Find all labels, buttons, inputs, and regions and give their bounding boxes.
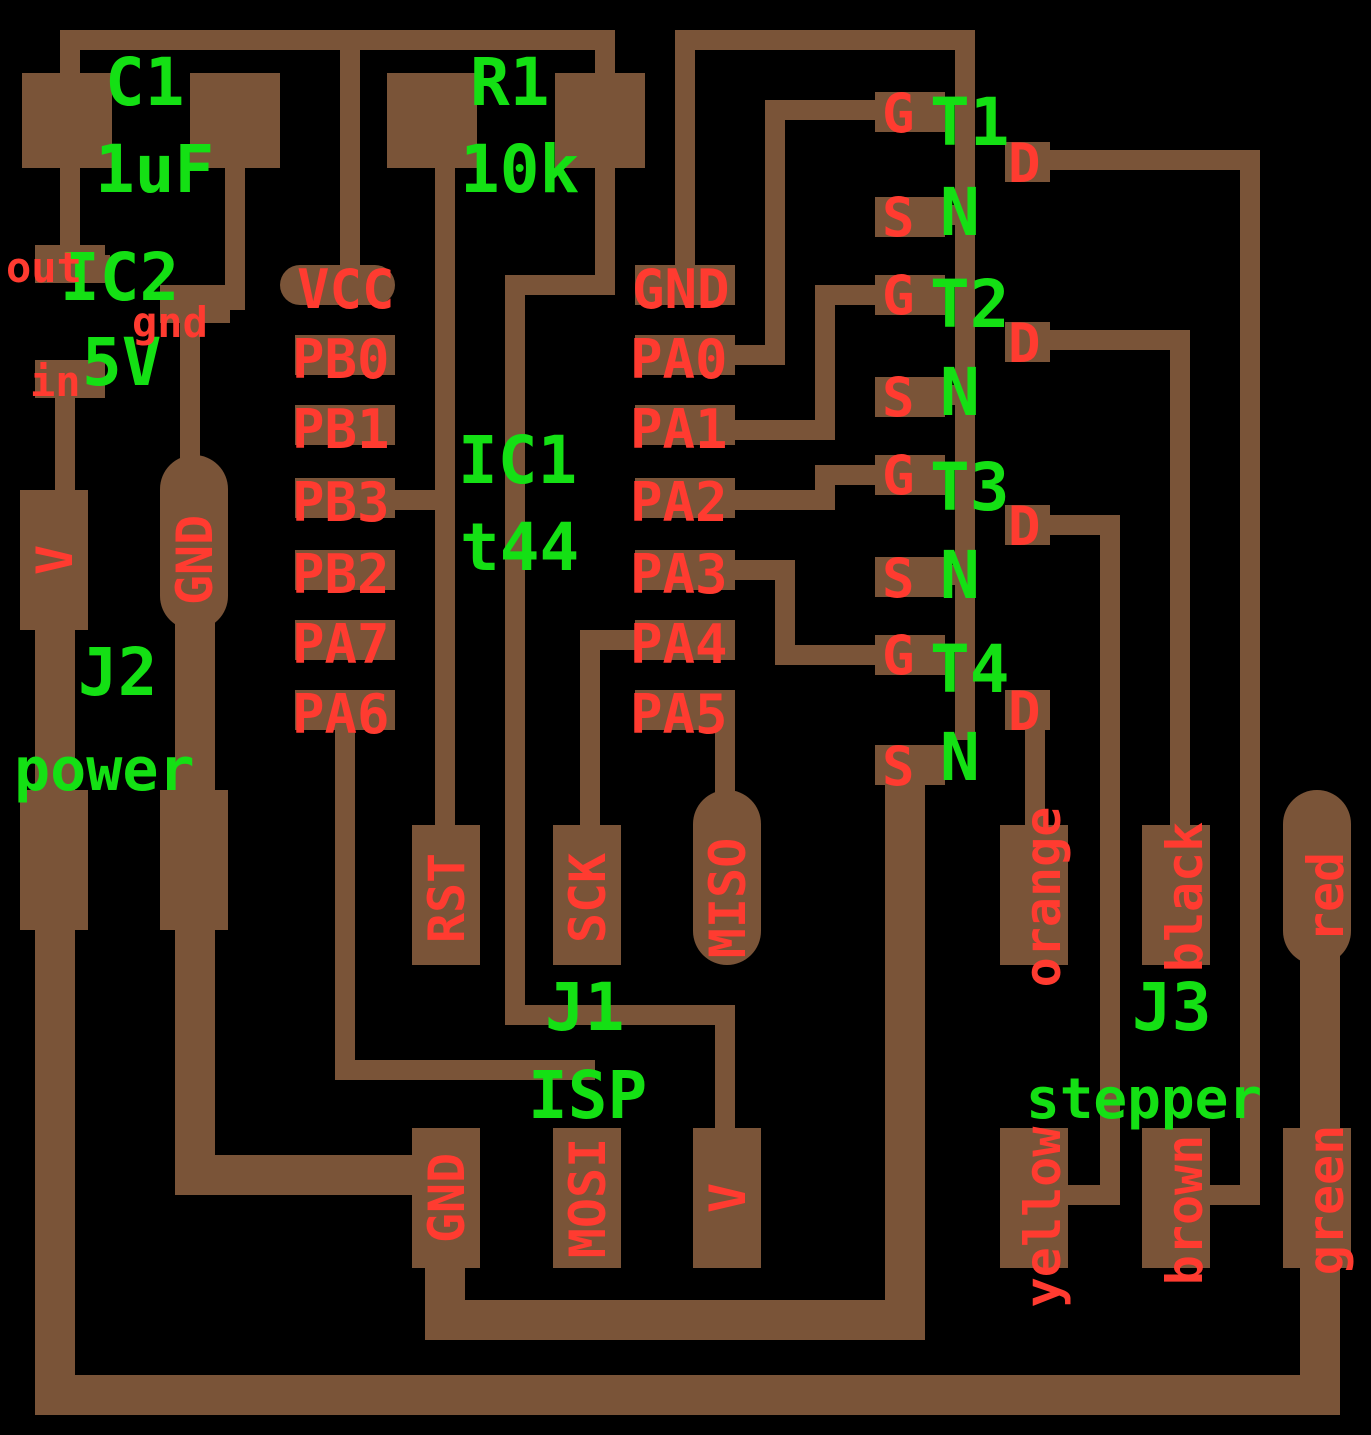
ic1-pin-pa2: PA2	[630, 471, 728, 534]
j3-pin-brown: brown	[1156, 1135, 1214, 1286]
c1-value: 1uF	[95, 131, 214, 208]
j2-pin-gnd: GND	[166, 515, 224, 605]
ic1-pin-pa5: PA5	[630, 683, 728, 746]
t2-s: S	[882, 366, 915, 429]
j1-value: ISP	[528, 1057, 647, 1134]
part-labels: C1 1uF R1 10k IC2 5V IC1 t44 J2 power J1…	[14, 44, 1262, 1134]
ic1-pin-vcc: VCC	[297, 258, 395, 321]
t1-ref: T1	[930, 84, 1009, 161]
t1-g: G	[882, 82, 915, 145]
j2-ref: J2	[78, 634, 157, 711]
ic1-pin-pb2: PB2	[292, 543, 390, 606]
j2-value: power	[14, 735, 195, 805]
ic1-pin-pb0: PB0	[292, 328, 390, 391]
j1-pin-miso: MISO	[699, 838, 757, 958]
t1-s: S	[882, 186, 915, 249]
j2-pin-v: V	[26, 545, 84, 575]
pad-labels: out gnd in VCC PB0 PB1 PB3 PB2 PA7 PA6 G…	[6, 82, 1355, 1307]
ic2-value: 5V	[82, 324, 161, 401]
j1-pin-gnd: GND	[418, 1153, 476, 1243]
t3-d: D	[1008, 495, 1041, 558]
r1-value: 10k	[460, 131, 579, 208]
ic2-ref: IC2	[60, 239, 179, 316]
j3-pin-yellow: yellow	[1014, 1126, 1072, 1308]
ic1-pin-pa0: PA0	[630, 328, 728, 391]
j1-ref: J1	[545, 969, 624, 1046]
t2-g: G	[882, 264, 915, 327]
ic1-pin-gnd: GND	[632, 258, 730, 321]
j3-ref: J3	[1132, 969, 1211, 1046]
ic1-pin-pb3: PB3	[292, 471, 390, 534]
t2-ref: T2	[930, 266, 1009, 343]
j1-pin-v: V	[699, 1183, 757, 1213]
j3-pin-orange: orange	[1014, 807, 1072, 988]
t3-s: S	[882, 547, 915, 610]
ic2-pin-in: in	[30, 357, 81, 406]
t2-n: N	[940, 354, 980, 431]
t4-s: S	[882, 735, 915, 798]
t4-d: D	[1008, 680, 1041, 743]
t3-n: N	[940, 537, 980, 614]
ic2-pin-gnd: gnd	[132, 298, 208, 347]
j1-pin-sck: SCK	[559, 853, 617, 943]
ic2-pin-out: out	[6, 243, 82, 292]
ic1-pin-pb1: PB1	[292, 398, 390, 461]
j1-pin-rst: RST	[418, 853, 476, 943]
ic1-pin-pa1: PA1	[630, 398, 728, 461]
r1-ref: R1	[470, 44, 549, 121]
j3-pin-red: red	[1297, 852, 1355, 942]
ic1-ref: IC1	[458, 422, 577, 499]
c1-ref: C1	[105, 44, 184, 121]
t1-d: D	[1008, 132, 1041, 195]
ic1-value: t44	[460, 509, 579, 586]
ic1-pin-pa4: PA4	[630, 613, 728, 676]
t1-n: N	[940, 174, 980, 251]
j1-pin-mosi: MOSI	[559, 1138, 617, 1258]
t4-g: G	[882, 624, 915, 687]
j3-pin-black: black	[1156, 822, 1214, 973]
copper-pads	[20, 73, 1351, 1268]
t4-n: N	[940, 719, 980, 796]
ic1-pin-pa7: PA7	[292, 613, 390, 676]
t4-ref: T4	[930, 631, 1009, 708]
ic1-pin-pa6: PA6	[292, 683, 390, 746]
t2-d: D	[1008, 312, 1041, 375]
t3-g: G	[882, 444, 915, 507]
j3-pin-green: green	[1297, 1125, 1355, 1276]
ic1-pin-pa3: PA3	[630, 543, 728, 606]
j3-value: stepper	[1026, 1067, 1262, 1132]
t3-ref: T3	[930, 449, 1009, 526]
